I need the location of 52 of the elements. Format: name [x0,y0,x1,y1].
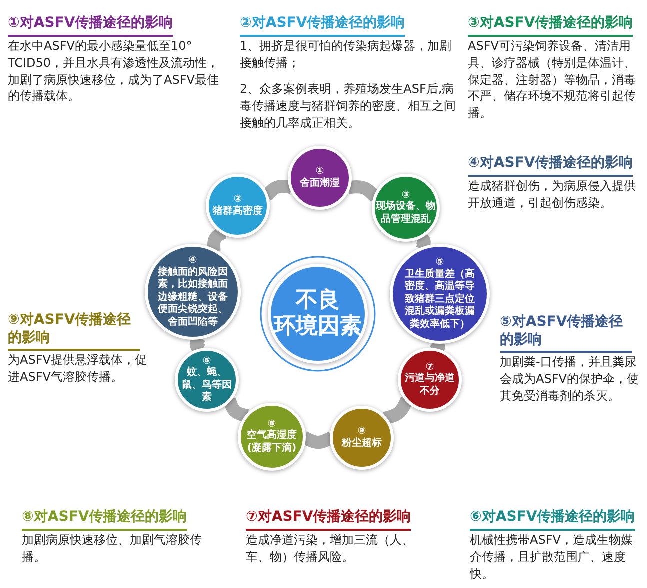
center-title: 环境因素 [274,314,362,340]
factor-text: 猪群高密度 [212,206,264,218]
section-heading: ⑧对ASFV传播途径的影响 [22,509,188,530]
factor-text: 污道与净道不分 [404,373,456,398]
circle-number: ⑤ [434,257,446,268]
section-text: ASFV可污染饲养设备、清洁用具、诊疗器械（特别是体温计、保定器、注射器）等物品，消毒不严、储存环境不规范将引起传播。 [468,38,637,122]
factor-text: 粉尘超标 [340,438,383,450]
section-heading: ⑦对ASFV传播途径的影响 [246,509,412,530]
ring-connector [383,396,414,425]
factor-circle [206,174,270,238]
section-text: 在水中ASFV的最小感染量低至10° TCID50，并且水具有渗透性及流动性，加剧了病原快速移位，成为了ASFV最佳的传播载体。 [8,38,220,106]
factor-text: 空气高湿度(凝露下滴) [246,430,298,456]
factor-text: 现场设备、物品管理混乱 [375,201,437,226]
factor-circle [145,244,241,340]
factor-circle [288,146,352,210]
circle-number: ⑨ [356,426,368,438]
factor-circle [398,348,462,412]
factor-text: 蚊、蝇、鼠、鸟等因素 [181,367,233,404]
factor-text: 接触面的风险因素，比如接触面边缘粗糙、设备便面尖锐突起、舍面凹陷等 [157,266,229,329]
circle-number: ⑧ [268,418,276,430]
center-title: 不良 [296,288,340,314]
section-heading: ②对ASFV传播途径的影响 [240,15,406,36]
section-heading: ⑥对ASFV传播途径的影响 [470,509,636,530]
factor-text: 卫生质量差（高密度、高温等导致猪群三点定位混乱或漏粪板漏粪效率低下） [404,268,476,331]
section-text: 2、众多案例表明，养殖场发生ASF后,病毒传播速度与猪群饲养的密度、相互之间接触的几率成正相关。 [240,81,457,132]
ring-connector [208,226,227,252]
section-text: 加剧粪-口传播，并且粪尿会成为ASFV的保护伞，使其免受消毒剂的杀灭。 [500,354,640,404]
circle-number: ④ [188,255,198,266]
circle-number: ③ [402,190,410,201]
factor-text: 舍面潮湿 [299,178,341,190]
factor-circle [238,403,306,471]
factor-circle [372,174,440,242]
circle-number: ① [314,166,326,178]
section-heading: ⑤对ASFV传播途径的影响 [500,314,632,353]
factor-circle [175,348,239,412]
section-text: 为ASFV提供悬浮载体，促进ASFV气溶胶传播。 [8,352,148,386]
section-text: 造成猪群创伤，为病原侵入提供开放通道，引起创伤感染。 [468,178,637,212]
circle-number: ⑦ [426,362,434,373]
section-text: 机械性携带ASFV，造成生物媒介传播，且扩散范围广、速度快。 [470,532,634,582]
center-circle [268,264,368,364]
section-text: 造成净道污染，增加三流（人、车、物）传播风险。 [246,532,415,566]
circle-number: ② [232,194,244,205]
section-text: 1、拥挤是很可怕的传染病起爆器，加剧接触传播； [240,38,453,72]
factor-circle [330,406,394,470]
section-heading: ⑨对ASFV传播途径的影响 [8,312,140,351]
circle-number: ⑥ [202,356,212,366]
section-heading: ①对ASFV传播途径的影响 [8,15,174,36]
section-heading: ③对ASFV传播途径的影响 [468,15,634,36]
factor-circle [390,244,490,344]
section-text: 加剧病原快速移位、加剧气溶胶传播。 [22,532,203,566]
section-heading: ④对ASFV传播途径的影响 [468,155,634,176]
ring-connector [223,398,250,422]
